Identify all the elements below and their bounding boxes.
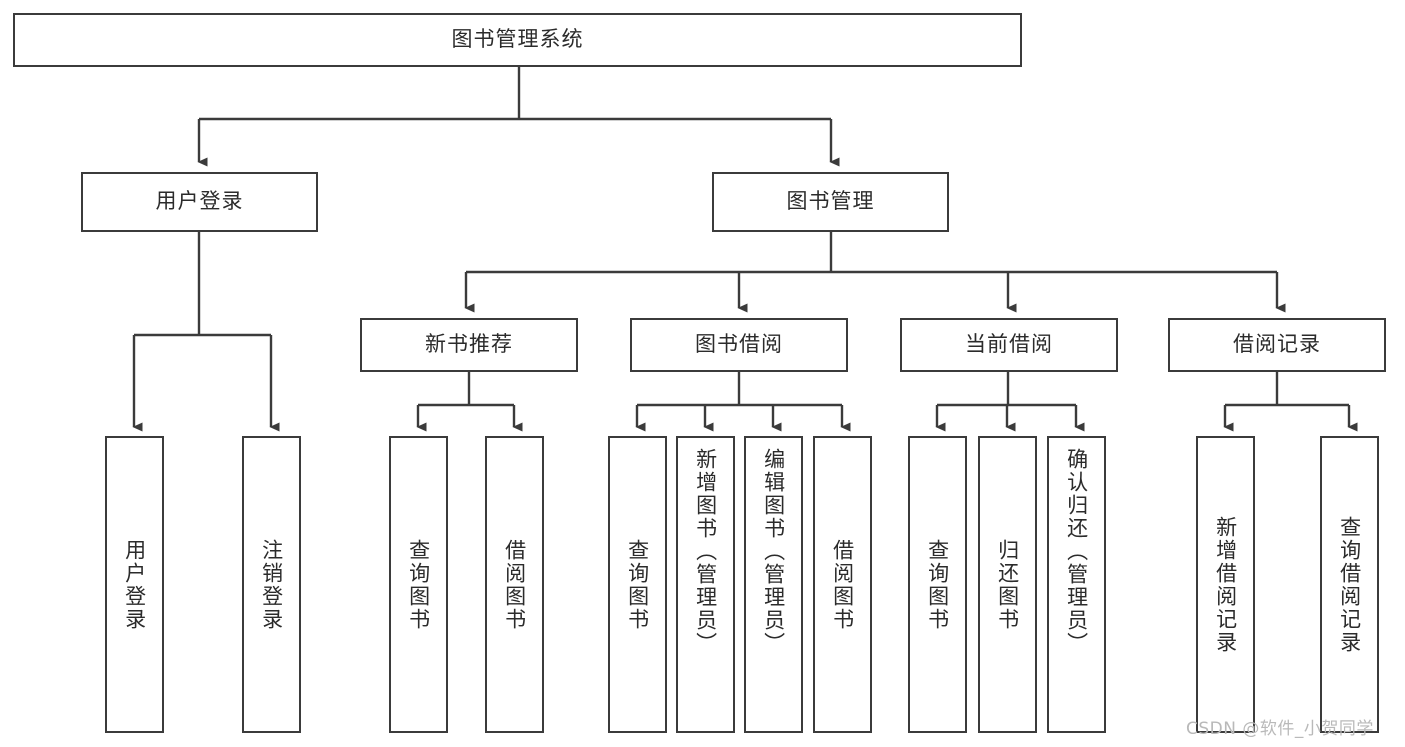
leaf-borrow-record-add[interactable]: 新增借阅记录 (1196, 436, 1255, 733)
node-label: 用户登录 (122, 538, 147, 631)
node-book-borrow[interactable]: 图书借阅 (630, 318, 848, 372)
leaf-book-borrow-borrow[interactable]: 借阅图书 (813, 436, 872, 733)
node-label: 借阅图书 (502, 538, 527, 631)
node-root-system[interactable]: 图书管理系统 (13, 13, 1022, 67)
leaf-new-book-borrow[interactable]: 借阅图书 (485, 436, 544, 733)
node-user-login[interactable]: 用户登录 (81, 172, 318, 232)
node-label: 查询图书 (925, 538, 950, 631)
node-label: 图书管理 (786, 189, 875, 214)
node-label: 借阅图书 (830, 538, 855, 631)
node-label: 查询图书 (406, 538, 431, 631)
node-label: 编辑图书（管理员） (761, 448, 786, 655)
leaf-user-login-logout[interactable]: 注销登录 (242, 436, 301, 733)
leaf-current-borrow-query[interactable]: 查询图书 (908, 436, 967, 733)
leaf-borrow-record-query[interactable]: 查询借阅记录 (1320, 436, 1379, 733)
node-label: 借阅记录 (1233, 332, 1321, 357)
node-label: 新增借阅记录 (1213, 515, 1238, 654)
leaf-user-login-login[interactable]: 用户登录 (105, 436, 164, 733)
node-label: 注销登录 (259, 538, 284, 631)
leaf-current-borrow-return[interactable]: 归还图书 (978, 436, 1037, 733)
node-label: 新增图书（管理员） (693, 448, 718, 655)
node-label: 用户登录 (155, 189, 244, 214)
node-label: 图书借阅 (695, 332, 783, 357)
leaf-book-borrow-add[interactable]: 新增图书（管理员） (676, 436, 735, 733)
leaf-book-borrow-query[interactable]: 查询图书 (608, 436, 667, 733)
node-label: 归还图书 (995, 538, 1020, 631)
node-borrow-records[interactable]: 借阅记录 (1168, 318, 1386, 372)
node-label: 确认归还（管理员） (1064, 448, 1089, 655)
node-label: 查询借阅记录 (1337, 515, 1362, 654)
node-new-book-recommend[interactable]: 新书推荐 (360, 318, 578, 372)
node-current-borrow[interactable]: 当前借阅 (900, 318, 1118, 372)
node-label: 查询图书 (625, 538, 650, 631)
node-label: 当前借阅 (965, 332, 1053, 357)
leaf-new-book-query[interactable]: 查询图书 (389, 436, 448, 733)
node-label: 新书推荐 (425, 332, 513, 357)
leaf-current-borrow-confirm-return[interactable]: 确认归还（管理员） (1047, 436, 1106, 733)
node-book-management[interactable]: 图书管理 (712, 172, 949, 232)
csdn-watermark: CSDN @软件_小贺同学 (1186, 719, 1374, 739)
leaf-book-borrow-edit[interactable]: 编辑图书（管理员） (744, 436, 803, 733)
node-label: 图书管理系统 (451, 27, 584, 52)
